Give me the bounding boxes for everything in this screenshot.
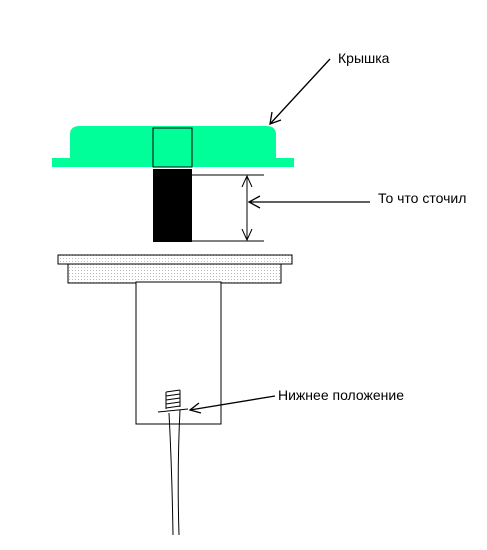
spring-icon [157, 389, 189, 413]
lid-label: Крышка [338, 50, 390, 66]
lid [52, 126, 294, 168]
removed-arrow [247, 195, 370, 209]
wire [168, 409, 181, 536]
platform [57, 254, 293, 284]
lower-position-label: Нижнее положение [278, 387, 404, 403]
lower-position-arrow [188, 395, 276, 414]
removed-label: То что сточил [378, 190, 466, 206]
lid-center-square [152, 127, 193, 168]
lid-arrow [269, 58, 331, 125]
removed-block [153, 169, 192, 242]
lid-body [52, 126, 294, 167]
lower-block [135, 281, 222, 425]
dimension-marker [192, 174, 264, 242]
